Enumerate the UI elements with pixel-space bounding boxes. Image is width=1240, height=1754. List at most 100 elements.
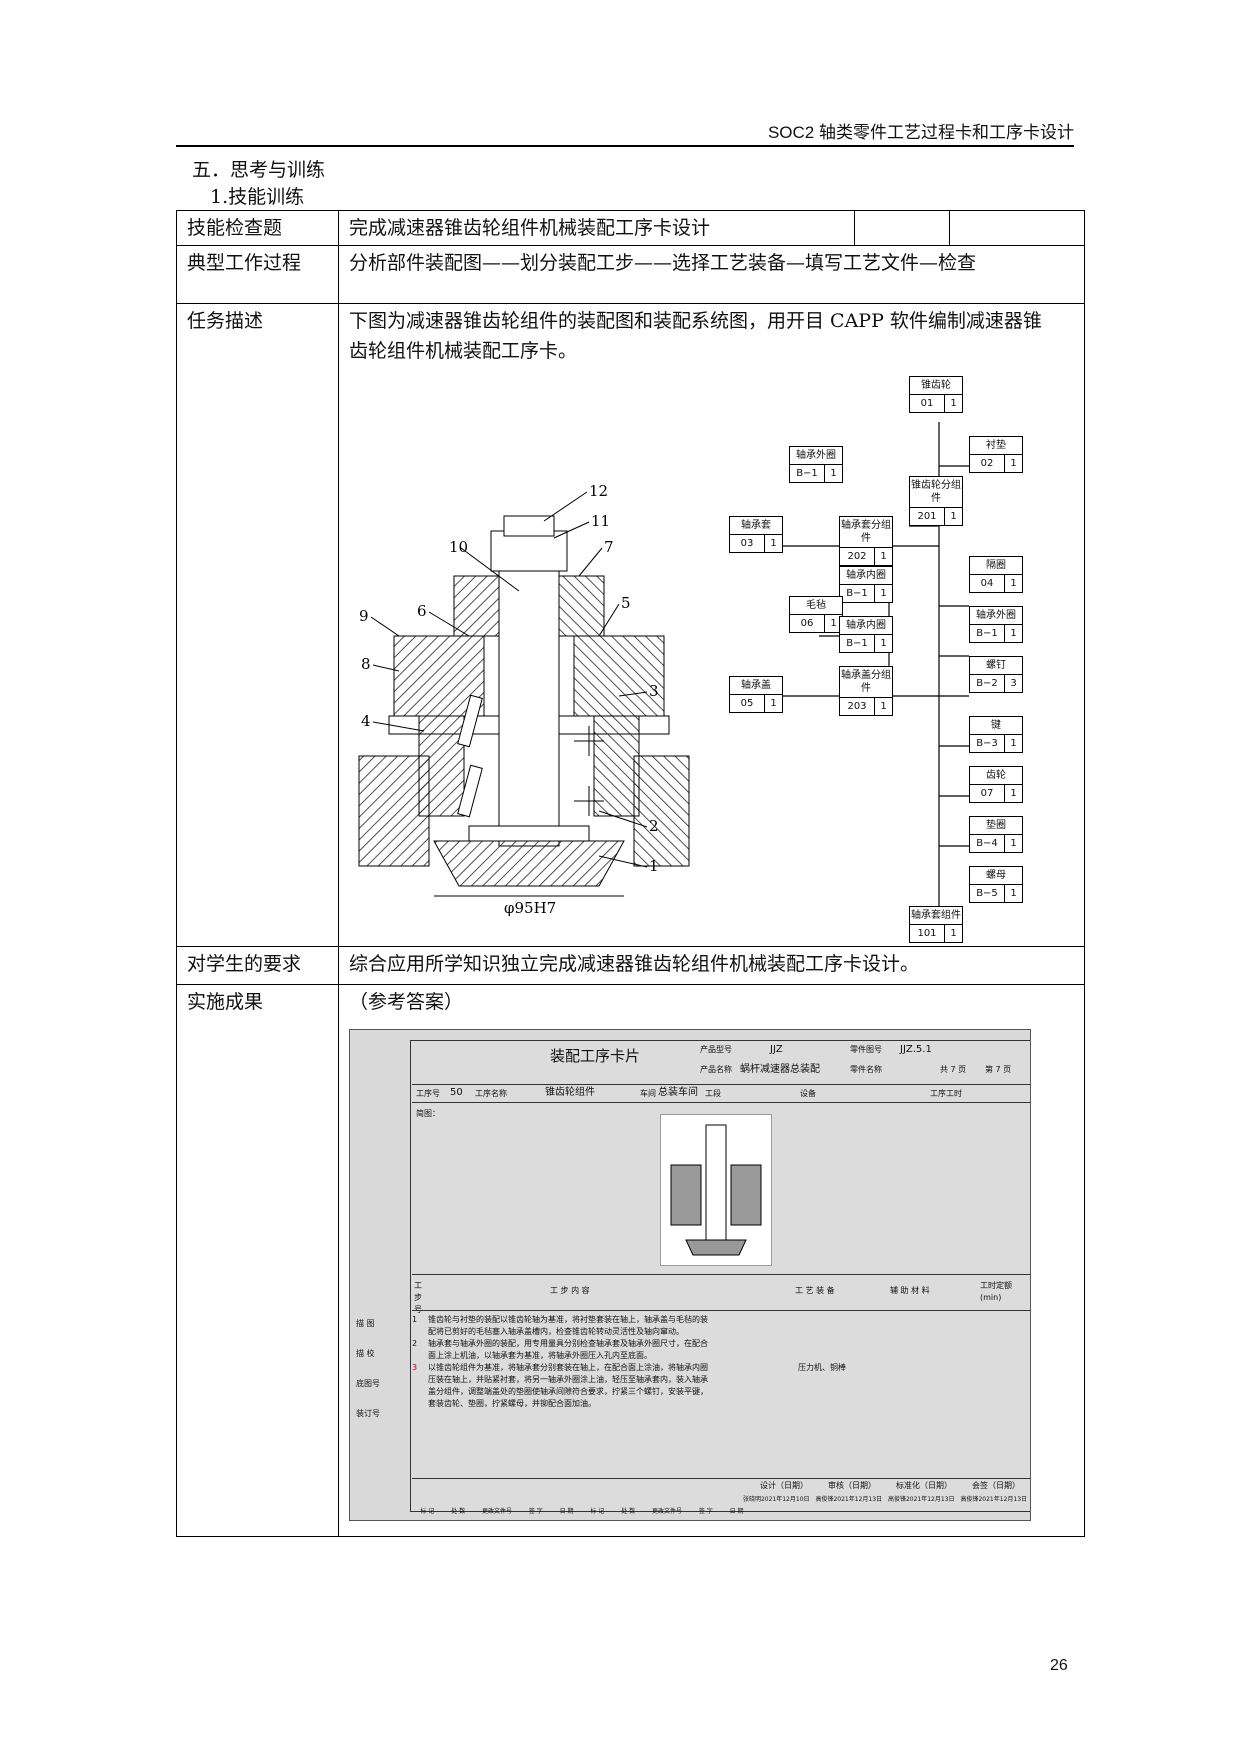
callout-label: 1 bbox=[649, 857, 659, 875]
card-part-code: JJZ.5.1 bbox=[900, 1044, 932, 1055]
card-product-code: JJZ bbox=[770, 1044, 783, 1055]
system-box-qty: 1 bbox=[1010, 578, 1017, 589]
card-title: 装配工序卡片 bbox=[550, 1047, 641, 1065]
sign-value: 高俊锋2021年12月13日 bbox=[960, 1496, 1028, 1503]
system-box-qty: 1 bbox=[1010, 738, 1017, 749]
card-page: 第 7 页 bbox=[985, 1065, 1012, 1074]
system-box-qty: 1 bbox=[880, 551, 887, 562]
assembly-drawing: φ95H7 12 11 10 7 6 5 9 8 3 4 2 1 bbox=[358, 482, 690, 916]
card-field-label: 零件名称 bbox=[850, 1065, 882, 1074]
system-box-qty: 1 bbox=[770, 698, 777, 709]
system-box-qty: 1 bbox=[1010, 838, 1017, 849]
value-task: 完成减速器锥齿轮组件机械装配工序卡设计 bbox=[338, 210, 855, 246]
system-box-name: 螺钉 bbox=[970, 657, 1022, 675]
revise-label: 签 字 bbox=[698, 1508, 713, 1515]
step-no: 2 bbox=[412, 1339, 418, 1348]
callout-label: 7 bbox=[604, 538, 614, 556]
system-box-qty: 1 bbox=[830, 468, 837, 479]
label-result: 实施成果 bbox=[176, 984, 339, 1537]
card-field-label: 产品名称 bbox=[700, 1065, 732, 1074]
card-workshop: 总装车间 bbox=[658, 1087, 698, 1098]
card-field-label: 产品型号 bbox=[700, 1045, 732, 1054]
revise-label: 处 数 bbox=[621, 1508, 636, 1515]
sign-label: 审核（日期） bbox=[828, 1481, 876, 1490]
callout-label: 11 bbox=[591, 512, 610, 530]
sign-label: 设计（日期） bbox=[760, 1481, 808, 1490]
system-box-qty: 1 bbox=[880, 701, 887, 712]
step-no: 3 bbox=[412, 1363, 418, 1372]
card-sign-row: 设计（日期）审核（日期）标准化（日期）会签（日期） bbox=[750, 1480, 1030, 1492]
system-box-code: 06 bbox=[790, 615, 825, 632]
system-box-code: 05 bbox=[730, 695, 765, 712]
card-op-name: 锥齿轮组件 bbox=[545, 1087, 595, 1098]
step-text: 面上涂上机油，以轴承套为基准，将轴承外圈压入孔内至底面。 bbox=[428, 1351, 652, 1360]
card-field-label: 工序号 bbox=[416, 1089, 440, 1098]
system-box-name: 齿轮 bbox=[970, 767, 1022, 785]
header-rule bbox=[176, 145, 1074, 147]
system-box-code: 04 bbox=[970, 575, 1005, 592]
system-box-name: 轴承盖分组件 bbox=[840, 667, 892, 698]
callout-label: 3 bbox=[649, 682, 659, 700]
card-col-header: 工时定额(min) bbox=[980, 1281, 1012, 1302]
card-sign-values: 张晓明2021年12月10日高俊锋2021年12月13日高俊锋2021年12月1… bbox=[740, 1494, 1030, 1506]
system-box-code: B−3 bbox=[970, 735, 1005, 752]
card-sketch-label: 简图： bbox=[416, 1109, 440, 1118]
skill-table: 技能检查题 完成减速器锥齿轮组件机械装配工序卡设计 典型工作过程 分析部件装配图… bbox=[176, 210, 1085, 1537]
revise-label: 处 数 bbox=[451, 1508, 466, 1515]
card-side-label: 描 图 bbox=[356, 1319, 375, 1328]
label-requirement: 对学生的要求 bbox=[176, 946, 339, 985]
system-box-name: 轴承套 bbox=[730, 517, 782, 535]
system-box-name: 轴承外圈 bbox=[790, 447, 842, 465]
system-box-qty: 1 bbox=[770, 538, 777, 549]
revise-label: 签 字 bbox=[528, 1508, 543, 1515]
callout-label: 10 bbox=[449, 538, 468, 556]
card-field-label: 工序工时 bbox=[930, 1089, 962, 1098]
step-tool: 压力机、铜棒 bbox=[798, 1363, 846, 1372]
section-subtitle: 1.技能训练 bbox=[210, 186, 305, 208]
card-col-header: 辅 助 材 料 bbox=[890, 1286, 930, 1295]
system-box-name: 轴承套分组件 bbox=[840, 517, 892, 548]
page-header: SOC2 轴类零件工艺过程卡和工序卡设计 bbox=[767, 123, 1074, 142]
step-no: 1 bbox=[412, 1315, 418, 1324]
system-box-code: B−5 bbox=[970, 885, 1005, 902]
system-box-name: 锥齿轮 bbox=[910, 377, 962, 395]
system-box-name: 隔圈 bbox=[970, 557, 1022, 575]
value-process: 分析部件装配图——划分装配工步——选择工艺装备—填写工艺文件—检查 bbox=[338, 245, 1085, 304]
system-box-code: B−1 bbox=[840, 635, 875, 652]
system-box-code: B−1 bbox=[790, 465, 825, 482]
card-field-label: 工段 bbox=[705, 1089, 721, 1098]
system-box-name: 轴承内圈 bbox=[840, 617, 892, 635]
card-field-label: 零件图号 bbox=[850, 1045, 882, 1054]
description-text: 下图为减速器锥齿轮组件的装配图和装配系统图，用开目 CAPP 软件编制减速器锥齿… bbox=[349, 310, 1042, 362]
system-box-name: 轴承盖 bbox=[730, 677, 782, 695]
value-requirement: 综合应用所学知识独立完成减速器锥齿轮组件机械装配工序卡设计。 bbox=[338, 946, 1085, 985]
system-box-qty: 1 bbox=[1010, 788, 1017, 799]
system-box-code: 02 bbox=[970, 455, 1005, 472]
system-box-qty: 1 bbox=[880, 588, 887, 599]
system-box-name: 轴承内圈 bbox=[840, 567, 892, 585]
step-text: 轴承套与轴承外圈的装配，用专用量具分别检查轴承套及轴承外圈尺寸，在配合 bbox=[428, 1339, 708, 1348]
system-box-qty: 3 bbox=[1010, 678, 1017, 689]
revise-label: 标 记 bbox=[590, 1508, 605, 1515]
step-text: 配将已剪好的毛毡塞入轴承盖槽内，检查锥齿轮转动灵活性及轴向窜动。 bbox=[428, 1327, 684, 1336]
process-card: 装配工序卡片 产品型号 JJZ 产品名称 蜗杆减速器总装配 零件图号 JJZ.5… bbox=[349, 1029, 1031, 1521]
system-box-name: 轴承外圈 bbox=[970, 607, 1022, 625]
card-total-pages: 共 7 页 bbox=[940, 1065, 967, 1074]
callout-label: 5 bbox=[621, 594, 631, 612]
label-task: 技能检查题 bbox=[176, 210, 339, 246]
step-text: 套装齿轮、垫圈，拧紧螺母，并铆配合面加油。 bbox=[428, 1399, 596, 1408]
callout-label: 2 bbox=[649, 817, 659, 835]
callout-label: 12 bbox=[589, 482, 608, 500]
revise-label: 日 期 bbox=[729, 1508, 744, 1515]
